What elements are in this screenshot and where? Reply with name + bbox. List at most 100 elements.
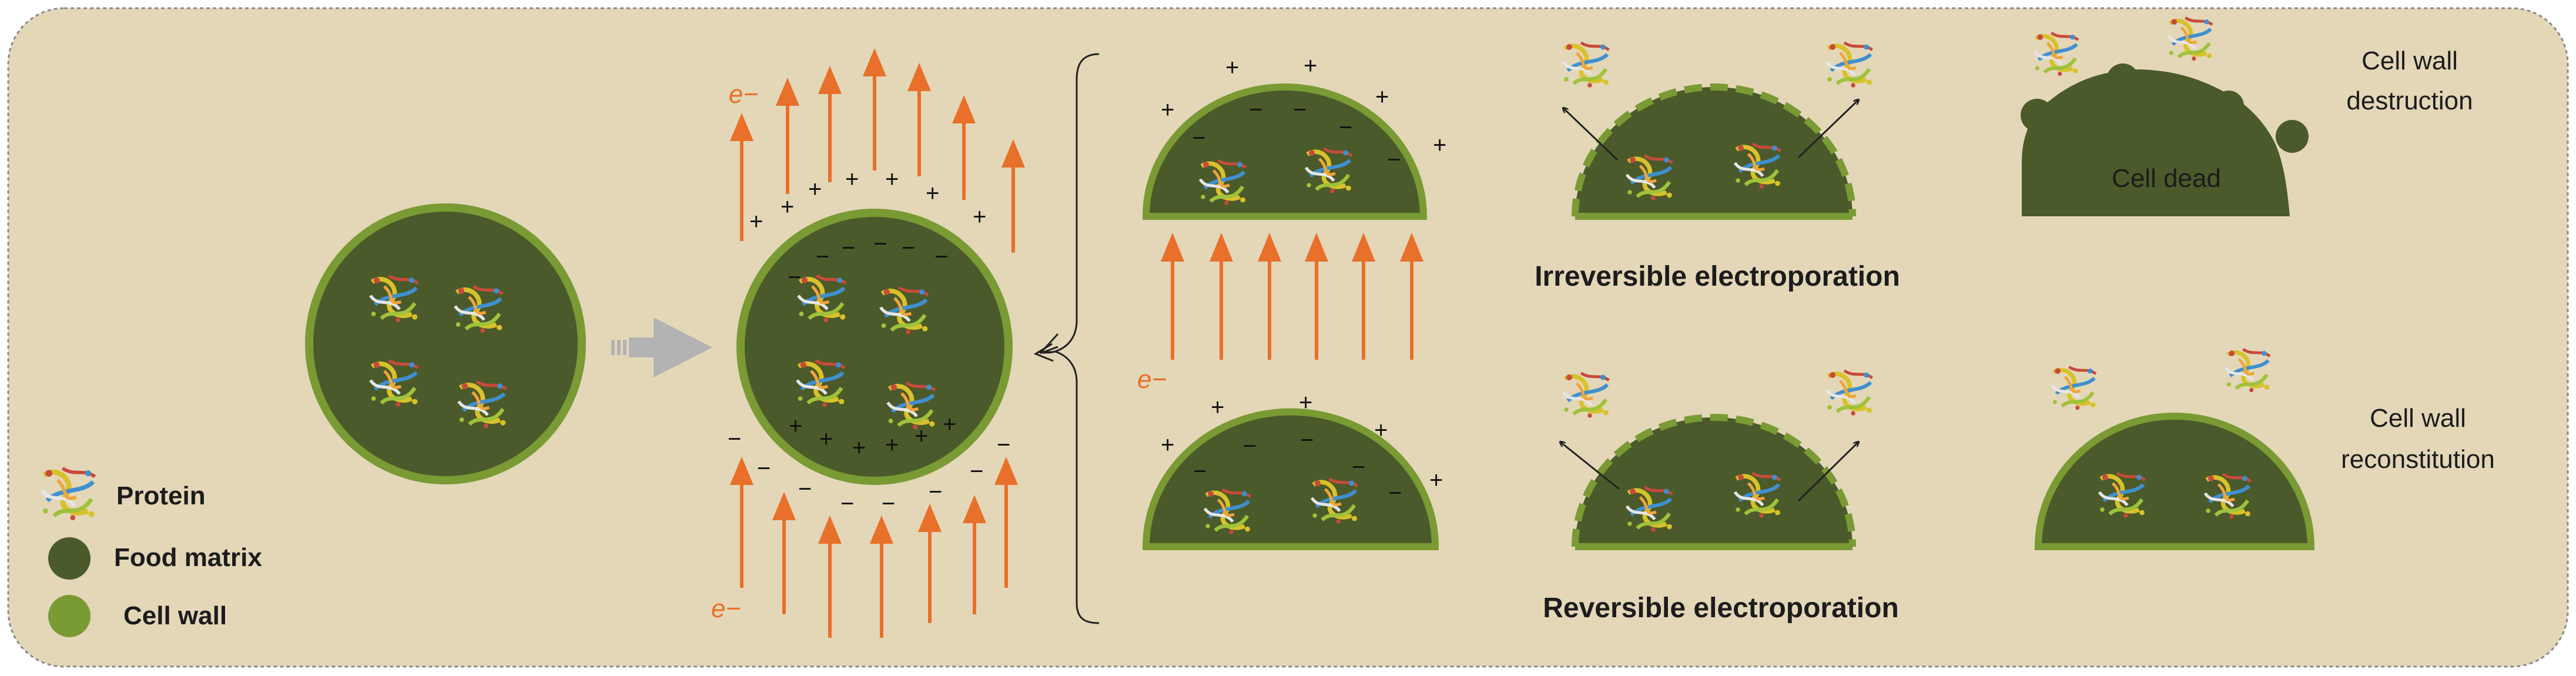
svg-text:+: + [852, 435, 866, 461]
initial-cell [305, 203, 586, 484]
hemisphere-negative-charges: − − − − − [1193, 427, 1402, 506]
irreversible-label: Irreversible electroporation [1535, 261, 1900, 292]
svg-text:+: + [885, 166, 899, 192]
svg-text:+: + [1161, 432, 1174, 458]
svg-text:−: − [934, 244, 948, 270]
reversible-pore-cell [1560, 371, 1872, 550]
arrow-right-icon [611, 317, 712, 377]
destruction-label-line2: destruction [2346, 86, 2473, 115]
porous-wall [1572, 414, 1856, 547]
legend-protein-label: Protein [116, 481, 206, 510]
svg-text:+: + [749, 209, 763, 235]
svg-text:+: + [1225, 55, 1239, 81]
membrane-fragment [2106, 63, 2139, 96]
background-panel [7, 7, 2569, 668]
svg-text:+: + [808, 176, 822, 202]
svg-text:+: + [915, 423, 928, 449]
svg-text:+: + [1433, 132, 1446, 158]
svg-text:+: + [1374, 417, 1388, 443]
svg-text:−: − [842, 235, 855, 261]
outer-positive-charges: + + + + + + + [749, 166, 986, 235]
svg-text:+: + [943, 411, 956, 437]
svg-text:−: − [757, 456, 771, 481]
protein-release-arrow [1563, 108, 1619, 161]
svg-text:+: + [1299, 390, 1312, 416]
reconstituted-cell [2034, 349, 2315, 550]
svg-text:−: − [1339, 115, 1352, 140]
hemisphere-negative-charges: − − − − − [1192, 97, 1401, 173]
legend-food-matrix-swatch [48, 537, 91, 580]
membrane-fragment [2021, 99, 2054, 132]
irreversible-pore-cell [1563, 43, 1872, 220]
svg-text:−: − [873, 231, 887, 257]
upper-field-hemisphere: + + + + + − − − − − e− [1137, 53, 1446, 394]
hemisphere-body [1142, 83, 1428, 220]
field-arrows-bottom [730, 457, 1018, 638]
porous-wall [1572, 83, 1856, 217]
electron-label-top: e− [729, 80, 758, 109]
svg-text:+: + [885, 432, 899, 458]
legend-food-matrix-label: Food matrix [114, 543, 262, 572]
electron-label-middle: e− [1137, 365, 1167, 394]
protein-release-arrow [1797, 100, 1858, 159]
svg-text:+: + [845, 166, 859, 192]
reconstitution-label-line1: Cell wall [2370, 404, 2466, 433]
svg-text:−: − [1192, 125, 1205, 151]
reversible-label: Reversible electroporation [1543, 593, 1899, 624]
protein-release-arrow [1797, 442, 1858, 502]
inner-positive-charges: + + + + + + [789, 411, 956, 461]
svg-text:−: − [788, 265, 801, 290]
svg-text:−: − [1243, 433, 1257, 459]
legend: Protein Food matrix Cell wall [42, 468, 262, 637]
svg-text:−: − [1388, 480, 1402, 506]
svg-text:−: − [1300, 427, 1314, 453]
svg-text:−: − [1193, 459, 1207, 484]
destroyed-cell: Cell dead [2021, 18, 2309, 216]
svg-text:+: + [789, 413, 802, 439]
field-exposed-cell: e− e− + + + + + + + − − − − − − + + [711, 48, 1025, 638]
cell-dead-label: Cell dead [2112, 164, 2221, 193]
inner-negative-charges: − − − − − − [788, 231, 948, 290]
svg-text:−: − [1293, 97, 1307, 123]
svg-text:−: − [840, 491, 854, 517]
svg-text:−: − [1352, 454, 1365, 480]
svg-text:−: − [798, 476, 812, 502]
outer-negative-charges: − − − − − − − − [728, 426, 1010, 517]
electron-label-bottom: e− [711, 594, 741, 623]
svg-text:+: + [1304, 53, 1317, 79]
reconstitution-label-line2: reconstitution [2341, 445, 2495, 474]
svg-text:+: + [1429, 467, 1443, 493]
svg-text:−: − [970, 459, 983, 484]
legend-cell-wall-swatch [48, 595, 91, 637]
hemisphere-positive-charges: + + + + + [1161, 53, 1446, 158]
membrane-fragment [2213, 91, 2244, 121]
svg-text:−: − [882, 491, 895, 517]
hemisphere-positive-charges: + + + + + [1161, 390, 1443, 493]
hemisphere-field-arrows [1161, 233, 1423, 360]
svg-text:−: − [816, 244, 829, 270]
field-arrows-top [730, 48, 1025, 253]
legend-cell-wall-label: Cell wall [123, 601, 227, 630]
svg-text:+: + [819, 426, 833, 452]
membrane-fragment [2276, 120, 2309, 153]
bracket [1033, 53, 1100, 624]
svg-text:−: − [929, 479, 942, 505]
svg-text:+: + [780, 194, 794, 220]
svg-text:−: − [1387, 147, 1401, 173]
svg-text:+: + [1161, 97, 1174, 123]
svg-text:+: + [973, 204, 986, 230]
lower-field-hemisphere: + + + + + − − − − − [1142, 390, 1443, 550]
svg-text:−: − [1249, 97, 1262, 123]
svg-text:+: + [926, 180, 939, 206]
svg-text:−: − [902, 235, 915, 261]
svg-text:−: − [728, 426, 741, 452]
svg-text:−: − [997, 432, 1010, 458]
svg-text:+: + [1211, 394, 1224, 420]
hemisphere-body [2034, 413, 2315, 550]
destruction-label-line1: Cell wall [2361, 46, 2458, 75]
initial-cell-body [305, 203, 586, 484]
svg-text:+: + [1375, 84, 1389, 110]
protein-release-arrow [1560, 442, 1620, 490]
